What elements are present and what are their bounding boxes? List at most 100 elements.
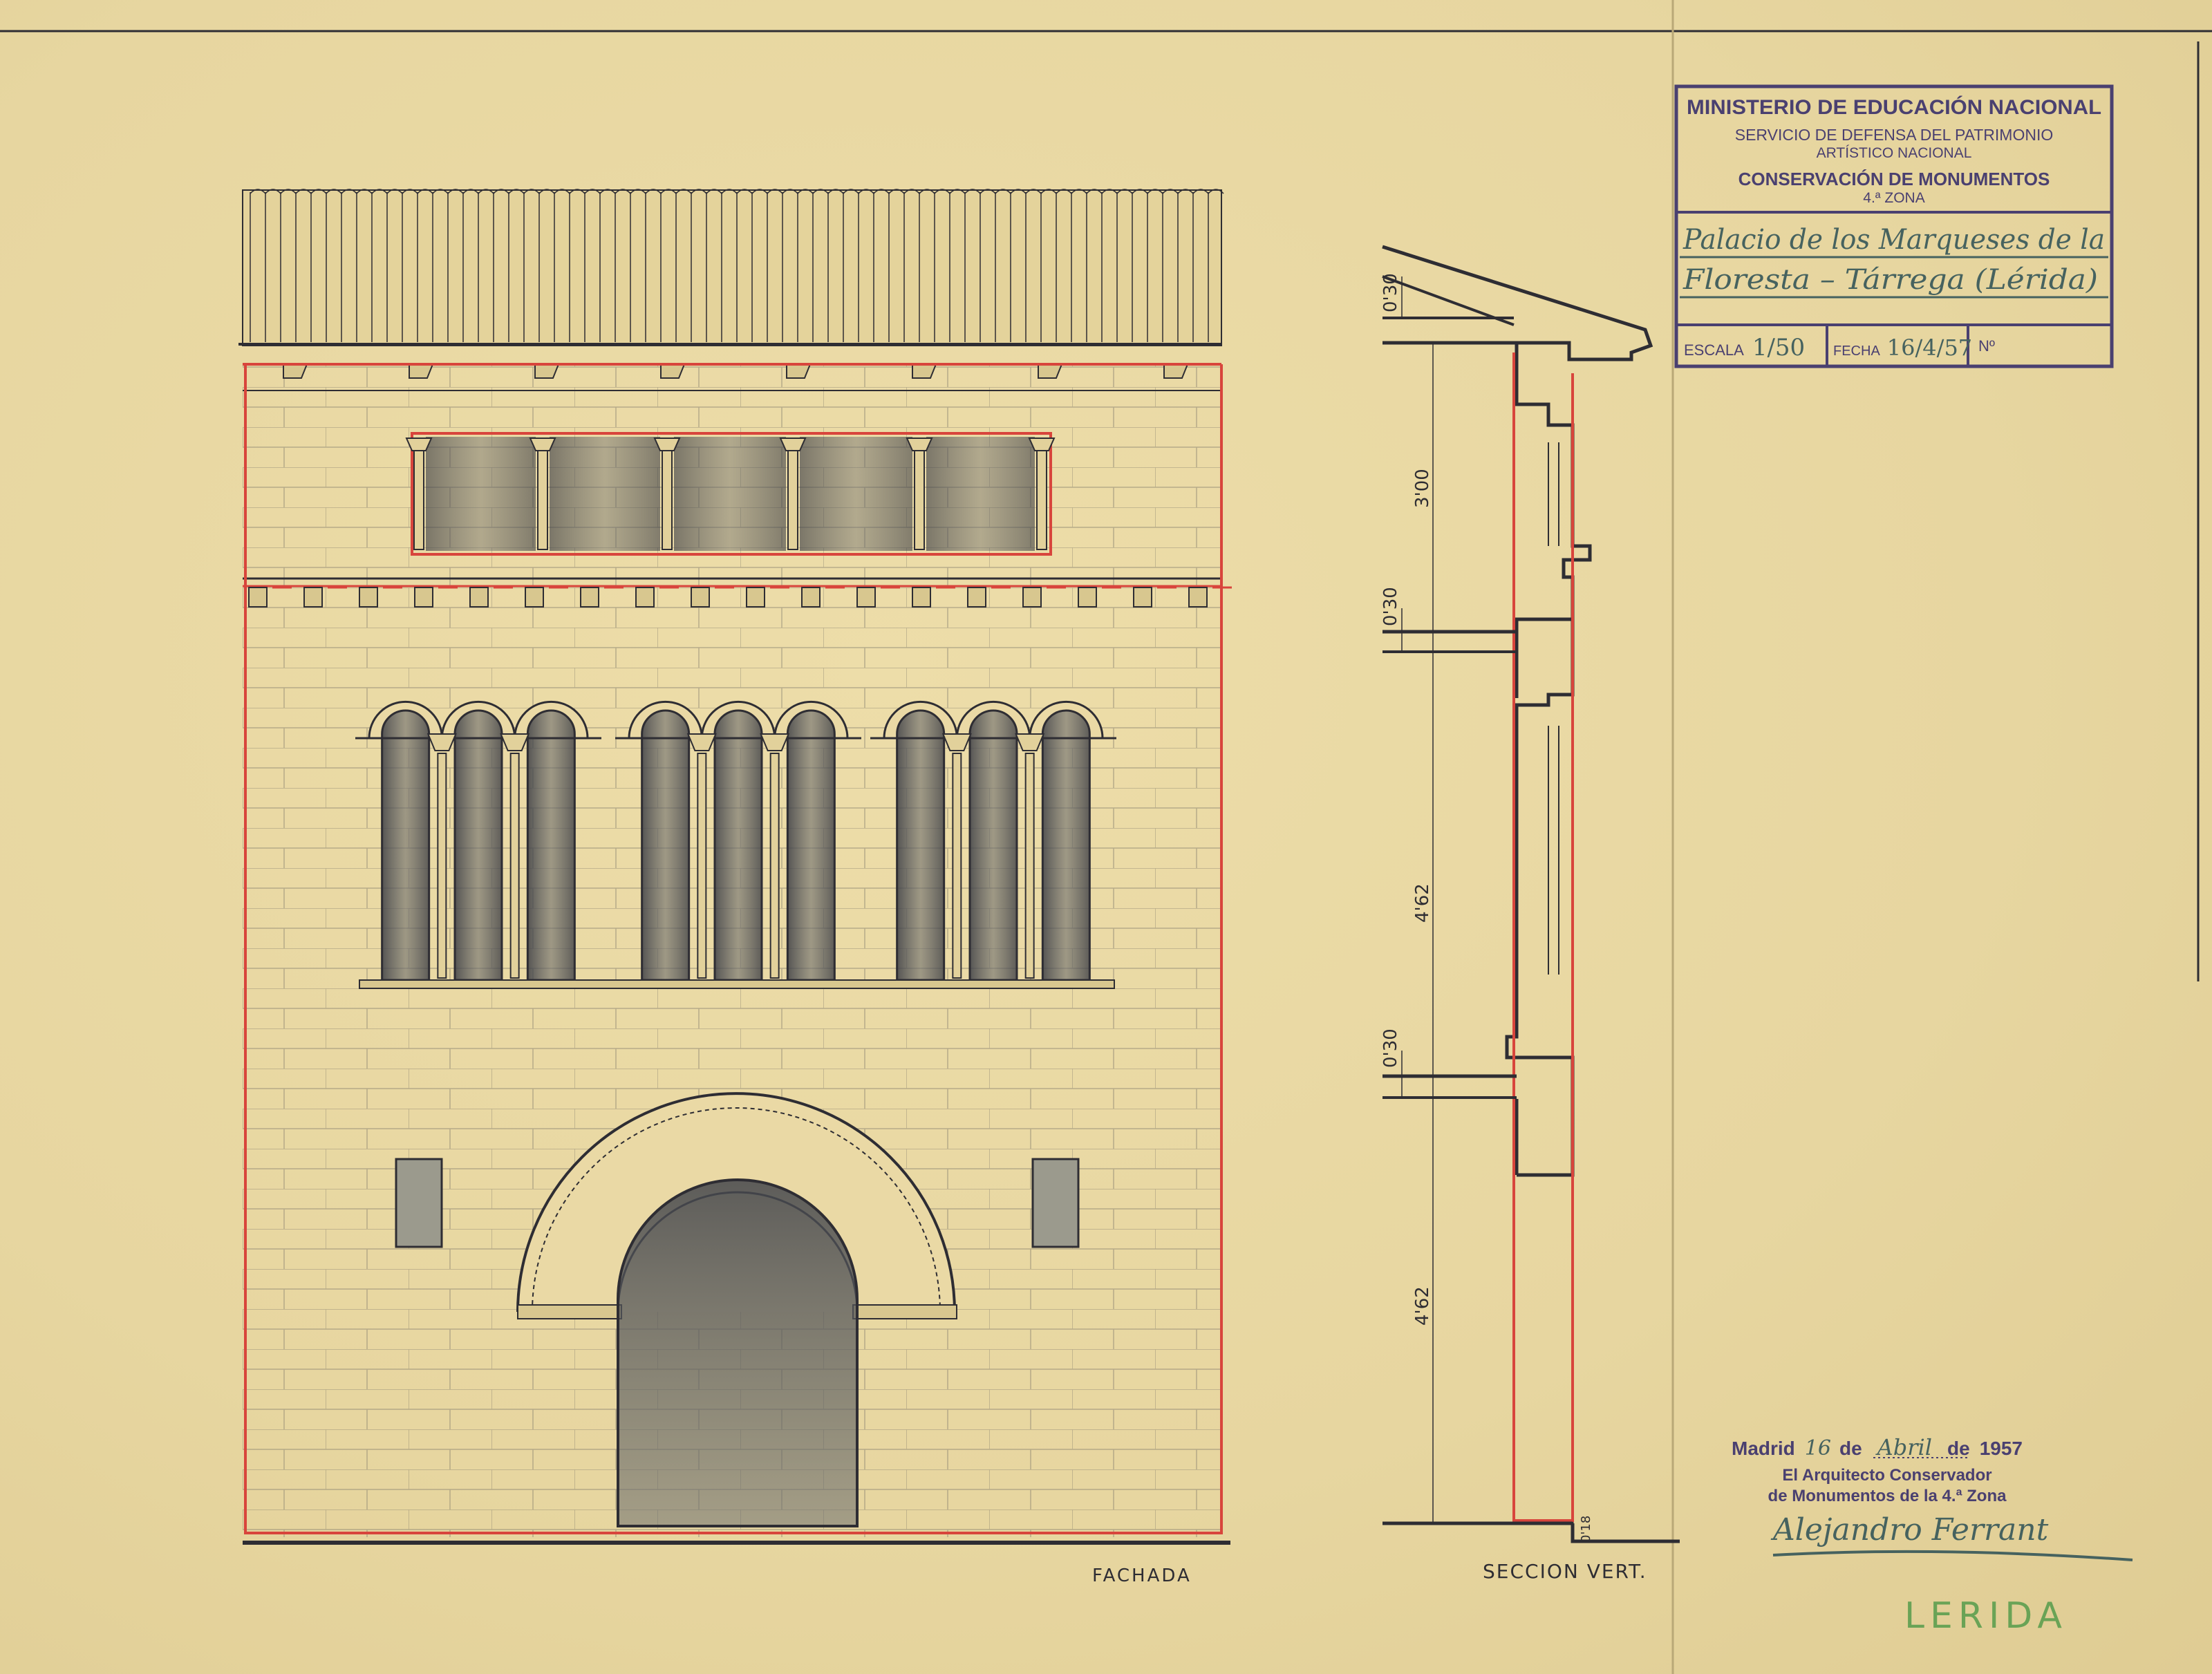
column-capital (405, 438, 433, 451)
facade-label: FACHADA (1092, 1565, 1192, 1586)
corbel (801, 587, 821, 608)
stamp-title-line1: Palacio de los Marqueses de la (1683, 224, 2105, 256)
corbel (746, 587, 765, 608)
signature: Alejandro Ferrant (1770, 1512, 2049, 1548)
roof-tile-edge (265, 189, 281, 194)
sig-month: Abril (1875, 1434, 1932, 1460)
column-capital (529, 438, 556, 451)
window-light (1041, 709, 1091, 981)
stamp-zone: 4.ª ZONA (1863, 190, 1924, 206)
roof-tile-edge (356, 189, 373, 194)
roof-tile-edge (615, 189, 631, 194)
window-light (896, 709, 946, 981)
section-dimensions: 0'30 3'00 0'30 4'62 0'30 4'62 0'18 (1380, 273, 1593, 1543)
door (617, 1178, 859, 1527)
roof-tile-edge (493, 189, 509, 194)
corbel (691, 587, 710, 608)
roof-tile-edge (721, 189, 738, 194)
roof-tile-edge (980, 189, 996, 194)
roof-tile-edge (569, 189, 585, 194)
eave-bracket (534, 364, 559, 379)
roof-tile-edge (538, 189, 555, 194)
roof-tile-edge (341, 189, 357, 194)
corbel (248, 587, 268, 608)
dim-slab-upper: 0'30 (1380, 587, 1401, 626)
roof-tile-edge (843, 189, 859, 194)
sig-title-2: de Monumentos de la 4.ª Zona (1768, 1487, 2007, 1505)
eave-bracket (1163, 364, 1188, 379)
roof-tile-edge (751, 189, 768, 194)
roof-tiles (238, 189, 1224, 346)
window-light (713, 709, 763, 981)
facade-elevation (238, 189, 1232, 1545)
eave-bracket (283, 364, 308, 379)
gallery-column (787, 449, 798, 550)
gallery-column (537, 449, 548, 550)
roof-tile-edge (919, 189, 935, 194)
roof-tile-edge (1010, 189, 1027, 194)
dim-slab-lower: 0'30 (1380, 1028, 1401, 1068)
gallery-column (413, 449, 424, 550)
column-capital (779, 438, 807, 451)
dim-ground-floor: 4'62 (1412, 1286, 1433, 1326)
roof-tile-edge (584, 189, 601, 194)
roof-tile-edge (645, 189, 662, 194)
window-light (641, 709, 691, 981)
roof-tile-edge (630, 189, 646, 194)
stamp-date-row: FECHA 16/4/57 (1833, 335, 1972, 361)
roof-tile-edge (736, 189, 753, 194)
gallery-column (914, 449, 925, 550)
column-capital (906, 438, 933, 451)
stamp-service: SERVICIO DE DEFENSA DEL PATRIMONIO (1735, 126, 2054, 144)
window-light (968, 709, 1018, 981)
corbel-band (243, 577, 1232, 608)
window-capital (686, 733, 717, 751)
stamp-service-2: ARTÍSTICO NACIONAL (1817, 145, 1972, 161)
sig-date-line: Madrid 16 de Abril de 1957 (1732, 1434, 2023, 1460)
roof-tile-edge (1177, 189, 1194, 194)
window-light (786, 709, 836, 981)
roof-tile-edge (250, 189, 266, 194)
window-capital (760, 733, 790, 751)
window-column (769, 753, 780, 979)
roof-tile-edge (903, 189, 920, 194)
roof-tile-edge (1162, 189, 1179, 194)
gallery-bay (426, 437, 536, 551)
corbel (635, 587, 655, 608)
roof-tile-edge (660, 189, 677, 194)
roof-tile-edge (417, 189, 433, 194)
gallery-bay (550, 437, 660, 551)
roof-tile-edge (767, 189, 783, 194)
entrance-portal (516, 1092, 957, 1527)
corbel (1133, 587, 1152, 608)
roof-tile-edge (1147, 189, 1163, 194)
corbel (414, 587, 433, 608)
window-light (526, 709, 576, 981)
dim-middle-floor: 4'62 (1412, 883, 1433, 923)
window-capital (500, 733, 530, 751)
corbel (1022, 587, 1042, 608)
dim-upper-floor: 3'00 (1412, 469, 1433, 508)
sig-de-1: de (1839, 1438, 1862, 1459)
roof-tile-edge (1086, 189, 1103, 194)
dim-roof: 0'30 (1380, 273, 1401, 312)
roof-tile-edge (873, 189, 890, 194)
roof-tile-edge (554, 189, 570, 194)
signature-block: Madrid 16 de Abril de 1957 El Arquitecto… (1732, 1434, 2133, 1561)
stamp-ministry: MINISTERIO DE EDUCACIÓN NACIONAL (1687, 95, 2101, 119)
corbel (912, 587, 931, 608)
roof-tile-edge (1132, 189, 1148, 194)
roof-tile-edge (1025, 189, 1042, 194)
roof-tile-edge (508, 189, 525, 194)
eave-brackets (283, 364, 1188, 379)
stamp-title-line2: Floresta – Tárrega (Lérida) (1683, 264, 2098, 296)
corbel (469, 587, 489, 608)
stamp-date-label: FECHA (1833, 344, 1880, 359)
roof-tile-edge (1040, 189, 1057, 194)
eave-bracket (786, 364, 811, 379)
roof-tile-edge (280, 189, 297, 194)
roof-tile-edge (675, 189, 692, 194)
roof-tile-edge (326, 189, 342, 194)
